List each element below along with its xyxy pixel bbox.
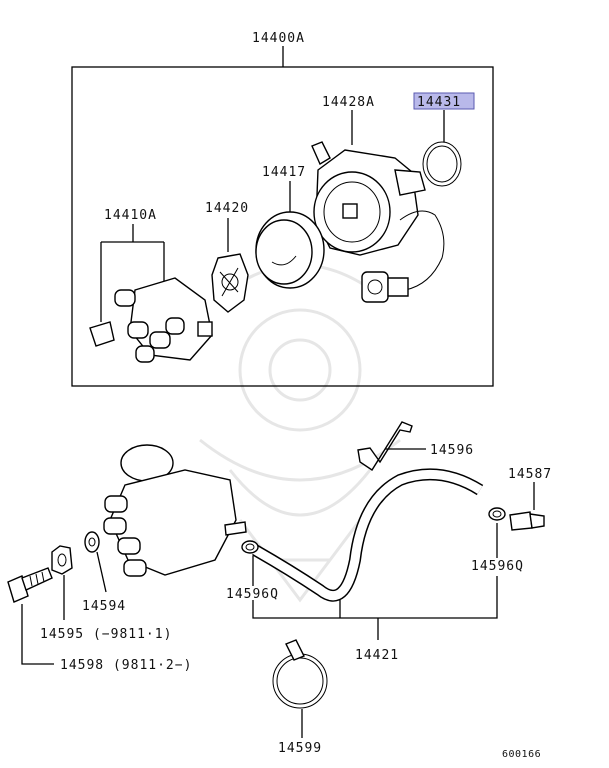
clamp-left-part xyxy=(241,540,259,554)
label-band: 14599 xyxy=(278,741,322,756)
highlight-oring xyxy=(413,92,475,110)
label-washer: 14594 xyxy=(82,599,126,614)
label-cover: 14417 xyxy=(262,165,306,180)
diagram-id: 600166 xyxy=(502,749,541,760)
label-cap: 14410A xyxy=(104,208,157,223)
label-assy: 14400A xyxy=(252,31,305,46)
label-bolt: 14598 (9811·2−) xyxy=(60,658,192,673)
bracket-part xyxy=(357,421,413,471)
cover-part xyxy=(255,211,325,289)
oring-part xyxy=(422,141,462,187)
label-rotor: 14420 xyxy=(205,201,249,216)
label-nut: 14595 (−9811·1) xyxy=(40,627,172,642)
watermark-emblem xyxy=(199,263,401,603)
label-hose: 14421 xyxy=(355,648,399,663)
nut-part xyxy=(51,545,73,575)
label-bracket: 14596 xyxy=(430,443,474,458)
hose-part xyxy=(252,468,484,602)
label-clamp-right: 14596Q xyxy=(471,559,524,574)
label-adapter: 14587 xyxy=(508,467,552,482)
label-housing: 14428A xyxy=(322,95,375,110)
rotor-part xyxy=(211,253,249,313)
bolt-part xyxy=(7,567,53,603)
label-clamp-left: 14596Q xyxy=(226,587,279,602)
clamp-right-part xyxy=(488,507,506,521)
adapter-part xyxy=(509,511,545,531)
band-part xyxy=(272,639,328,709)
washer-part xyxy=(84,531,100,553)
label-oring: 14431 xyxy=(417,95,461,110)
cap-part xyxy=(89,277,213,363)
distributor-body xyxy=(103,444,247,577)
housing-part xyxy=(311,141,445,303)
